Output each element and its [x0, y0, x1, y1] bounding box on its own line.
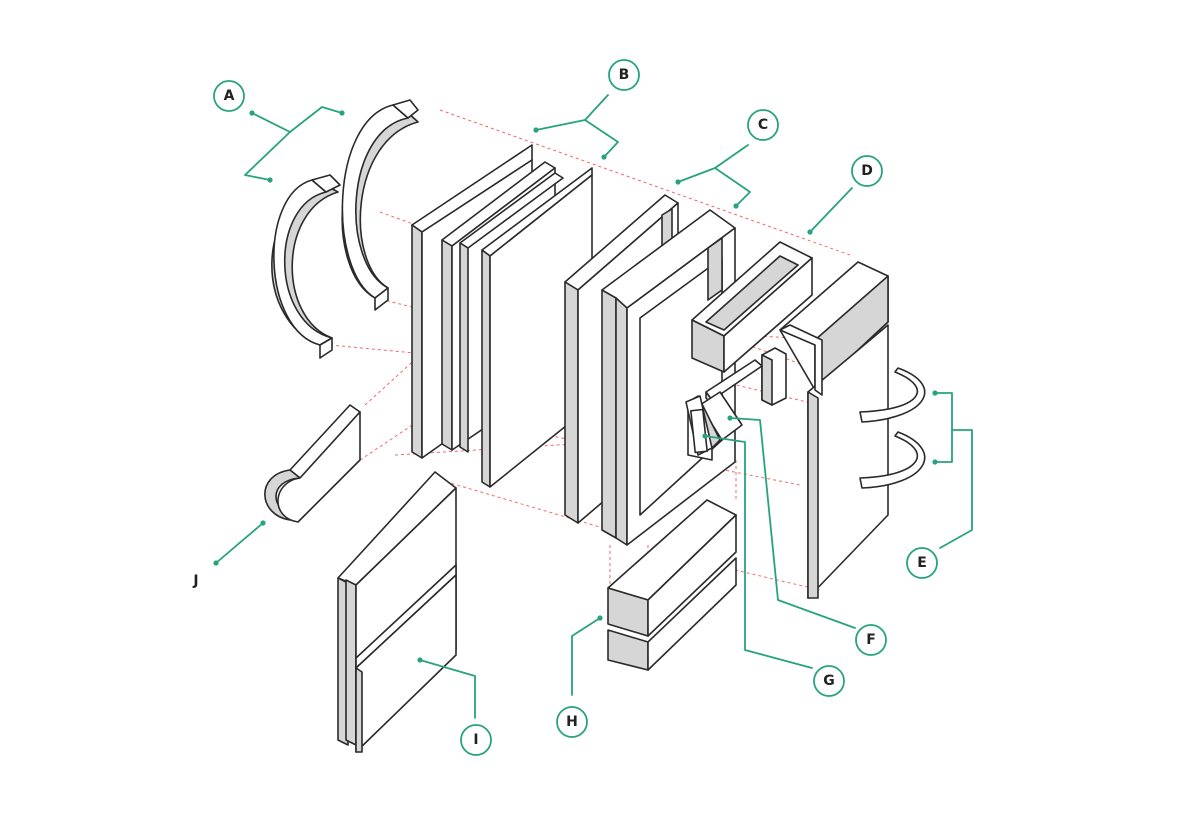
callout-b-label: B — [619, 67, 630, 83]
part-a-curved-arcs — [271, 99, 419, 359]
callout-j-label: J — [192, 573, 198, 589]
callout-g: G — [813, 665, 845, 697]
part-e-clips — [859, 367, 926, 489]
callout-e: E — [906, 547, 938, 579]
callout-b: B — [608, 59, 640, 91]
callout-i: I — [460, 724, 492, 756]
leader-lines — [213, 94, 973, 719]
part-j-rounded-block — [264, 404, 361, 523]
callout-f: F — [855, 624, 887, 656]
part-h-blocks — [607, 499, 737, 671]
callout-a: A — [213, 80, 245, 112]
callout-d: D — [851, 155, 883, 187]
callout-g-label: G — [823, 673, 835, 689]
callout-f-label: F — [866, 632, 876, 648]
part-f-g-small-parts — [685, 391, 743, 461]
callout-c-label: C — [758, 117, 768, 133]
callout-a-label: A — [224, 88, 235, 104]
callout-j: J — [192, 573, 198, 589]
callout-e-label: E — [917, 555, 927, 571]
callout-c: C — [747, 109, 779, 141]
callout-d-label: D — [861, 163, 873, 179]
callout-h-label: H — [566, 714, 578, 730]
callout-i-label: I — [473, 732, 478, 748]
part-i-folded-panels — [337, 471, 457, 753]
callout-h: H — [556, 706, 588, 738]
part-b-tall-panels — [411, 144, 593, 488]
part-d-housing — [691, 241, 889, 599]
